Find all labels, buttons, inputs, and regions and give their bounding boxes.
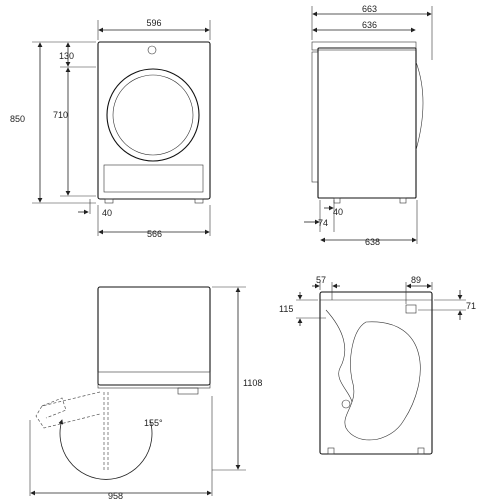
side-top-panel — [311, 41, 417, 51]
side-body — [317, 47, 417, 199]
door-angle-label: 155° — [144, 418, 163, 428]
rear-left-height-label: 115 — [279, 304, 293, 314]
side-foot-offset-label: 74 — [318, 218, 328, 228]
side-base-depth-label: 638 — [365, 237, 380, 247]
front-width-label: 596 — [146, 18, 161, 28]
front-foot-left — [104, 198, 114, 204]
filter-panel — [103, 164, 204, 193]
rear-view: 57 89 115 71 — [279, 275, 476, 455]
door-open-inner — [41, 397, 67, 419]
rear-drain-outlet — [405, 304, 417, 314]
open-foot — [177, 387, 199, 395]
inner-width-label: 566 — [147, 229, 162, 239]
side-body-depth-label: 636 — [362, 20, 377, 30]
side-foot-height-label: 40 — [333, 207, 343, 217]
side-door-profile — [415, 61, 424, 151]
front-view: 596 850 130 710 40 566 — [10, 18, 211, 239]
side-rear-panel — [311, 51, 319, 183]
top-offset-label: 130 — [59, 51, 74, 61]
rear-duct-shape — [344, 321, 421, 441]
door-open-outline — [35, 391, 101, 429]
hose-fitting — [341, 399, 351, 409]
front-height-label: 850 — [10, 114, 25, 124]
open-depth-label: 958 — [108, 491, 123, 500]
side-foot-front — [399, 197, 407, 204]
rear-right-height-label: 71 — [466, 301, 476, 311]
door-height-label: 710 — [53, 110, 68, 120]
rear-right-offset-label: 89 — [411, 275, 421, 285]
open-body — [97, 286, 211, 386]
side-view: 663 636 40 74 638 — [304, 4, 433, 247]
front-foot-right — [194, 198, 204, 204]
drain-hose — [325, 309, 353, 403]
open-height-label: 1108 — [243, 378, 262, 388]
side-total-depth-label: 663 — [362, 4, 377, 14]
door-swing-arc — [58, 419, 153, 480]
rear-left-offset-label: 57 — [316, 275, 326, 285]
door-inner — [112, 74, 194, 156]
open-door-view: 155° 1108 958 — [29, 286, 262, 500]
program-knob — [147, 45, 157, 55]
side-foot-rear — [333, 197, 341, 204]
front-foot-label: 40 — [102, 208, 112, 218]
door-outer — [106, 68, 200, 162]
open-base — [97, 371, 211, 389]
rear-body — [319, 291, 433, 455]
